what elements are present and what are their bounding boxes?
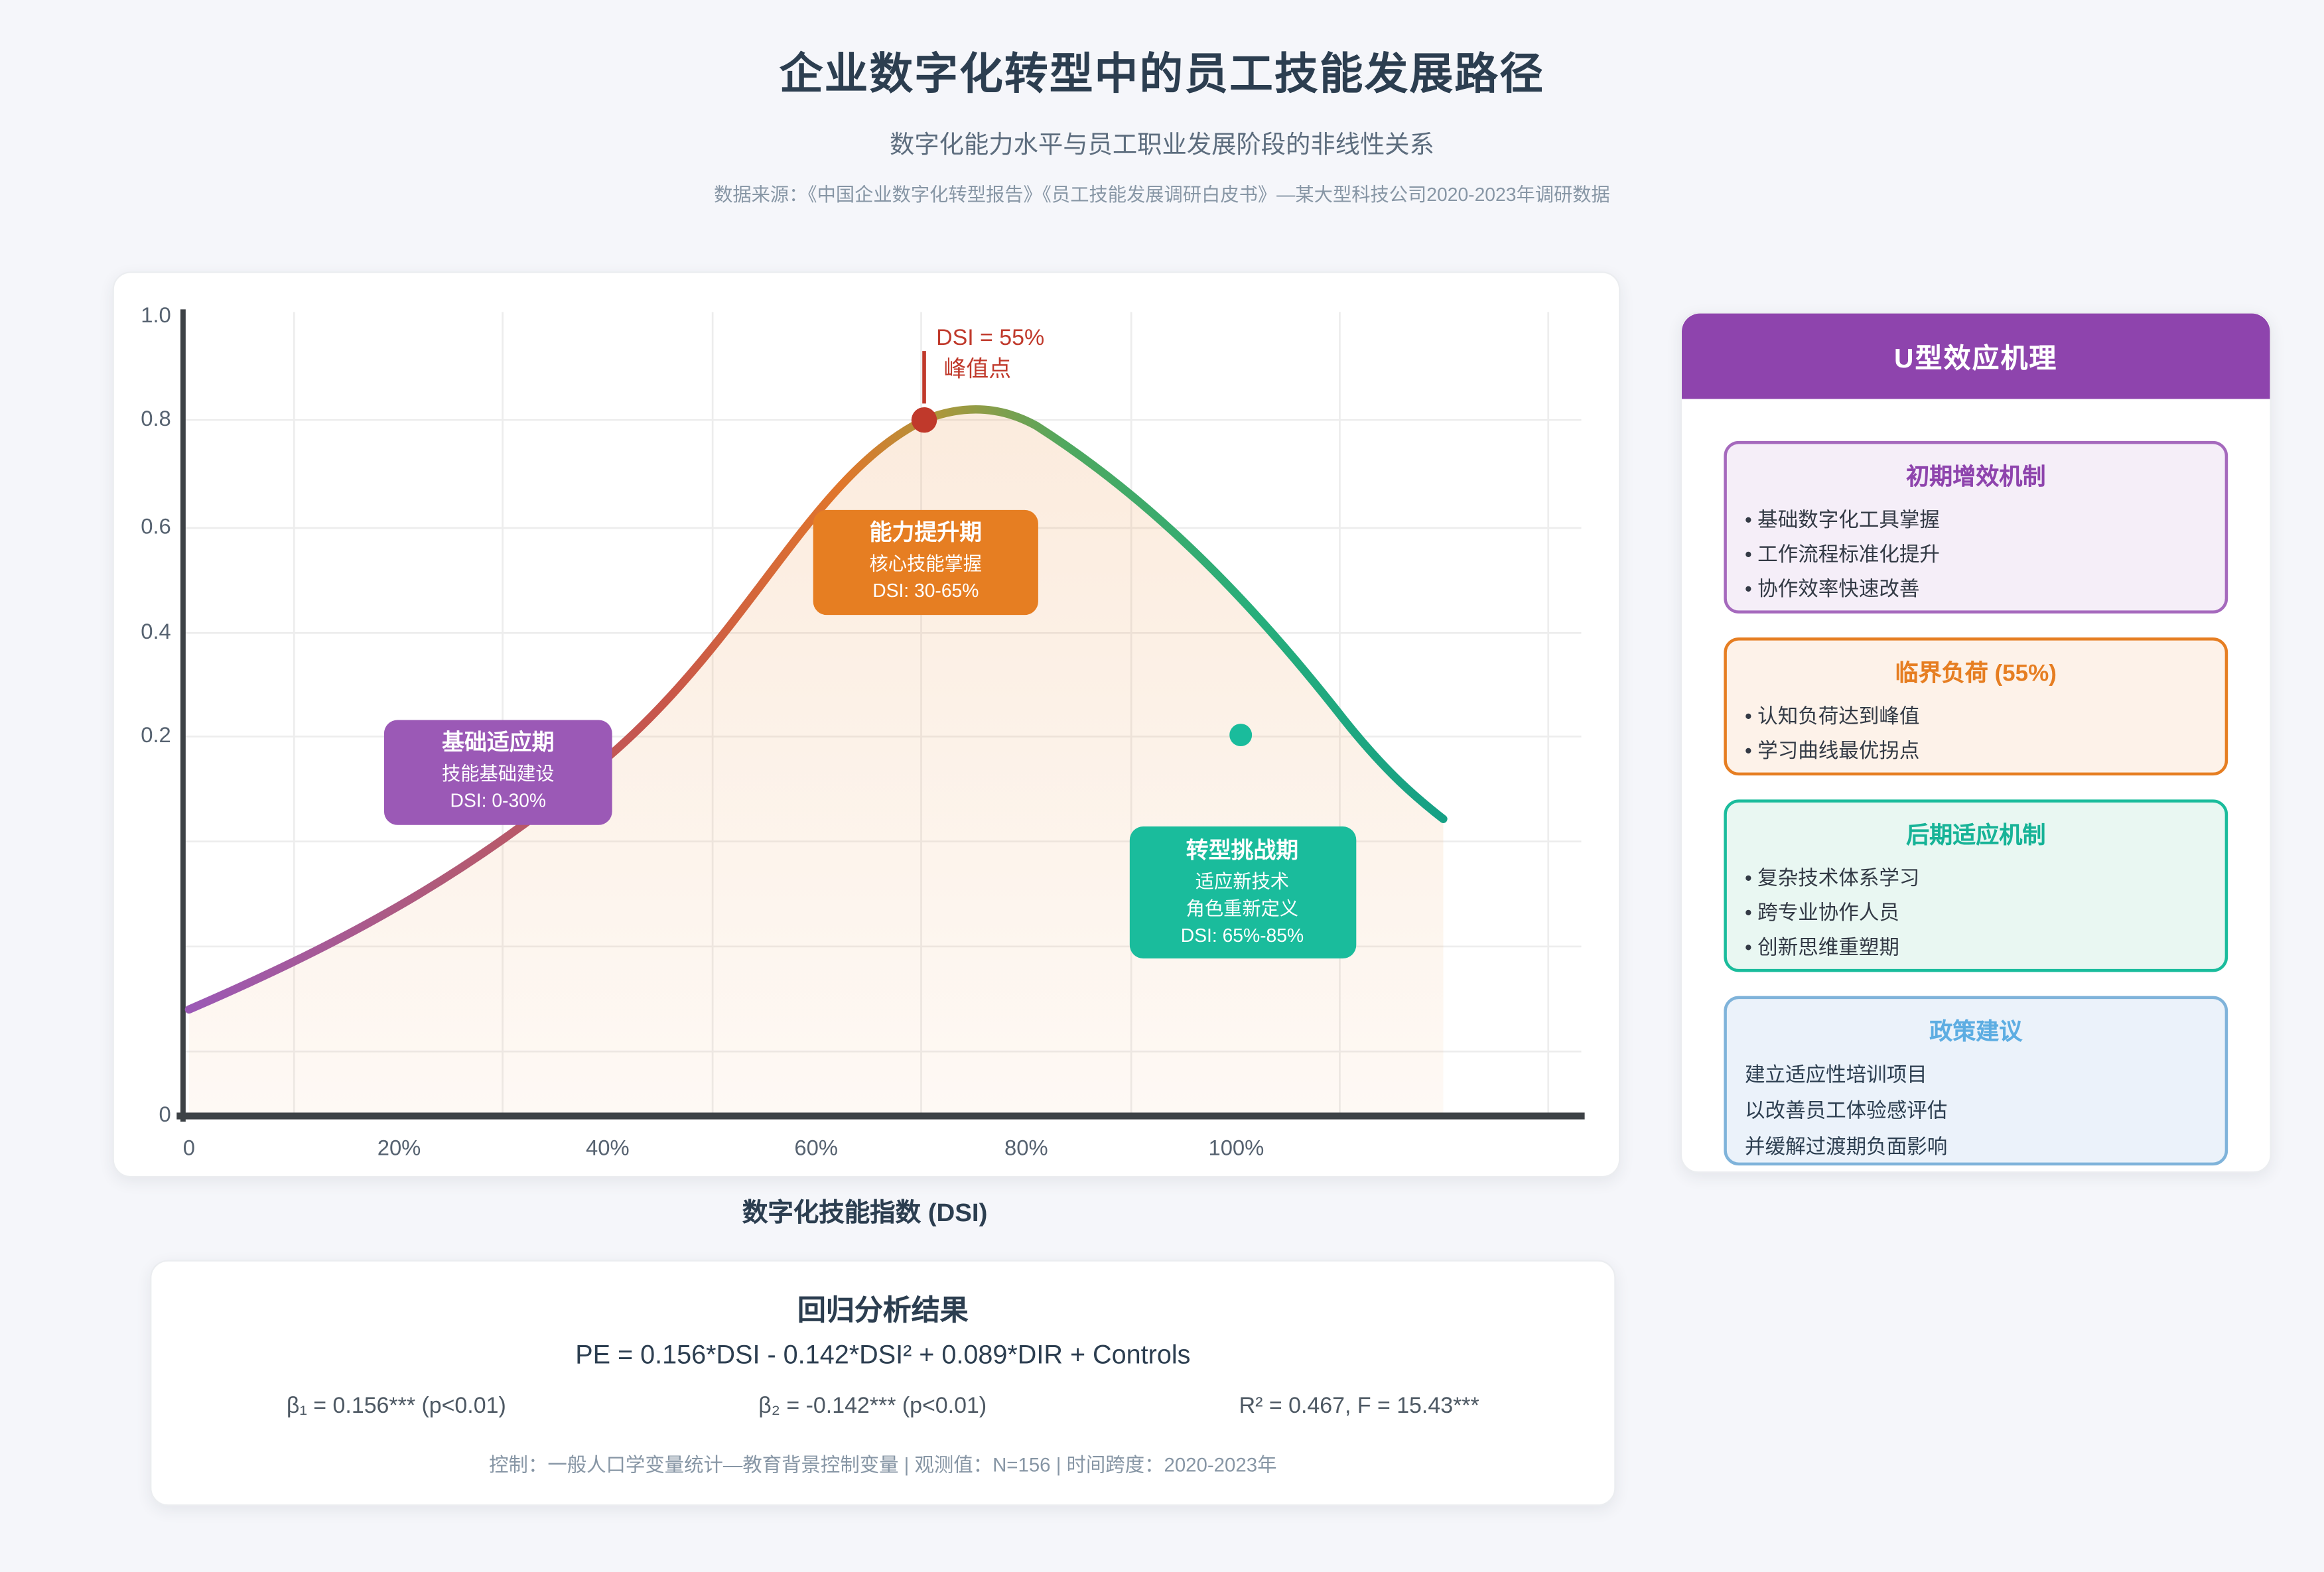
phase-title: 转型挑战期 [1186,838,1299,864]
secondary-marker-dot [1229,724,1253,747]
page-title: 企业数字化转型中的员工技能发展路径 [779,50,1545,99]
sidebar-panel: U型效应机理 初期增效机制 • 基础数字化工具掌握 • 工作流程标准化提升 • … [1680,312,2272,1173]
phase-line: 技能基础建设 [442,763,555,784]
phase-title: 基础适应期 [442,730,555,755]
y-tick: 0.8 [141,406,171,430]
policy-card-title: 政策建议 [1929,1019,2023,1046]
regression-footnote: 控制：一般人口学变量统计—教育背景控制变量 | 观测值：N=156 | 时间跨度… [489,1453,1277,1476]
policy-line: 并缓解过渡期负面影响 [1745,1135,1948,1158]
phase-line: 核心技能掌握 [870,553,983,574]
x-axis-title: 数字化技能指数 (DSI) [742,1198,988,1227]
x-tick: 0 [183,1135,195,1159]
mechanism-bullet: • 学习曲线最优拐点 [1745,739,1920,762]
phase-line: 角色重新定义 [1186,897,1299,919]
phase-box-challenge: 转型挑战期 适应新技术 角色重新定义 DSI: 65%-85% [1129,826,1357,959]
skill-development-curve-chart: 1.0 0.8 0.6 0.4 0.2 0 0 20% 40% 60% 80% … [141,302,1585,1159]
regression-stat-fit: R² = 0.467, F = 15.43*** [1239,1393,1479,1419]
mechanism-card-title: 临界负荷 (55%) [1895,661,2057,687]
y-tick: 0.2 [141,722,171,747]
axes [176,309,1585,1122]
mechanism-bullet: • 认知负荷达到峰值 [1745,704,1920,728]
mechanism-card-late: 后期适应机制 • 复杂技术体系学习 • 跨专业协作人员 • 创新思维重塑期 [1724,799,2228,972]
policy-line: 以改善员工体验感评估 [1745,1099,1948,1122]
mechanism-bullet: • 工作流程标准化提升 [1745,543,1940,566]
mechanism-bullet: • 创新思维重塑期 [1745,936,1899,959]
x-tick: 20% [377,1135,421,1159]
mechanism-bullet: • 协作效率快速改善 [1745,577,1920,600]
policy-line: 建立适应性培训项目 [1745,1063,1927,1086]
mechanism-bullet: • 跨专业协作人员 [1745,901,1899,925]
policy-card: 政策建议 建立适应性培训项目 以改善员工体验感评估 并缓解过渡期负面影响 [1724,996,2228,1166]
x-tick-labels: 0 20% 40% 60% 80% 100% [183,1135,1264,1159]
mechanism-card-early: 初期增效机制 • 基础数字化工具掌握 • 工作流程标准化提升 • 协作效率快速改… [1724,440,2228,614]
page-subtitle: 数字化能力水平与员工职业发展阶段的非线性关系 [890,132,1434,159]
y-tick-labels: 1.0 0.8 0.6 0.4 0.2 0 [141,302,171,1126]
regression-title: 回归分析结果 [797,1295,969,1328]
peak-annotation: DSI = 55% 峰值点 [911,325,1044,433]
regression-panel: 回归分析结果 PE = 0.156*DSI - 0.142*DSI² + 0.0… [150,1260,1616,1506]
phase-line: DSI: 65%-85% [1181,925,1304,946]
phase-line: DSI: 0-30% [450,790,546,811]
y-tick: 1.0 [141,302,171,327]
mechanism-bullet: • 基础数字化工具掌握 [1745,508,1940,531]
phase-line: 适应新技术 [1196,871,1289,892]
mechanism-card-title: 后期适应机制 [1906,823,2046,849]
x-tick: 40% [586,1135,630,1159]
y-tick: 0.6 [141,514,171,539]
regression-stat-beta1: β₁ = 0.156*** (p<0.01) [286,1393,506,1419]
peak-label-line1: DSI = 55% [936,325,1044,350]
sidebar-header-title: U型效应机理 [1894,342,2058,373]
y-tick: 0.4 [141,619,171,643]
mechanism-card-critical: 临界负荷 (55%) • 认知负荷达到峰值 • 学习曲线最优拐点 [1724,637,2228,776]
regression-stats-row: β₁ = 0.156*** (p<0.01) β₂ = -0.142*** (p… [151,1394,1614,1419]
phase-box-growth: 能力提升期 核心技能掌握 DSI: 30-65% [813,509,1038,616]
regression-equation: PE = 0.156*DSI - 0.142*DSI² + 0.089*DIR … [575,1339,1191,1370]
y-tick: 0 [159,1102,171,1126]
peak-label-line2: 峰值点 [943,357,1011,382]
phase-title: 能力提升期 [870,520,983,545]
regression-stat-beta2: β₂ = -0.142*** (p<0.01) [758,1393,987,1419]
x-tick: 100% [1208,1135,1264,1159]
chart-panel: 1.0 0.8 0.6 0.4 0.2 0 0 20% 40% 60% 80% … [112,271,1621,1178]
x-tick: 60% [794,1135,838,1159]
x-tick: 80% [1004,1135,1048,1159]
sidebar-header: U型效应机理 [1682,313,2270,399]
mechanism-bullet: • 复杂技术体系学习 [1745,867,1920,890]
data-source-note: 数据来源：《中国企业数字化转型报告》《员工技能发展调研白皮书》—某大型科技公司2… [714,184,1610,206]
peak-marker-dot [911,407,937,433]
phase-line: DSI: 30-65% [872,580,979,601]
phase-box-foundation: 基础适应期 技能基础建设 DSI: 0-30% [383,720,612,825]
mechanism-card-title: 初期增效机制 [1906,465,2046,491]
